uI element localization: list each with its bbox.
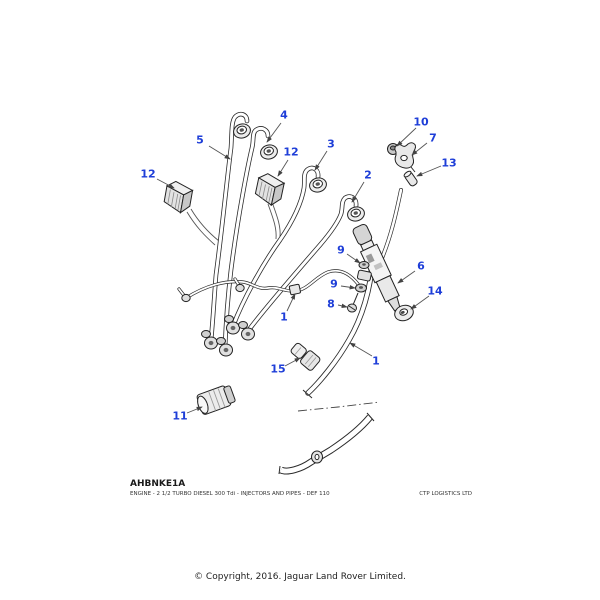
callout-1: 1 — [372, 354, 380, 368]
drain-hose — [278, 412, 375, 475]
spacer-13 — [403, 170, 418, 187]
washer-9-upper — [358, 261, 370, 269]
clip-tail-lines — [186, 201, 281, 246]
leak-off-rail — [177, 269, 360, 303]
diagram-code: AHBNKE1A — [130, 479, 186, 489]
callout-2: 2 — [364, 168, 372, 182]
leader-line-15 — [284, 357, 301, 367]
leader-line-2 — [351, 181, 365, 203]
copyright-notice: © Copyright, 2016. Jaguar Land Rover Lim… — [194, 572, 406, 582]
injector-pipe-4 — [222, 126, 271, 351]
ring-union-4 — [260, 144, 278, 160]
leader-line-6 — [397, 270, 416, 284]
injector-pipe-2 — [245, 194, 359, 334]
clip-12-middle — [254, 173, 286, 207]
ring-union-2 — [347, 206, 365, 222]
washer-9-lower — [355, 283, 367, 293]
callout-8: 8 — [327, 297, 335, 311]
callout-1: 1 — [280, 310, 288, 324]
callout-15: 15 — [270, 362, 286, 376]
union-nut — [216, 337, 233, 357]
union-nut — [201, 330, 218, 350]
callout-14: 14 — [427, 284, 443, 298]
union-nut — [238, 321, 255, 341]
callout-4: 4 — [280, 108, 288, 122]
leader-line-1 — [349, 342, 373, 357]
leader-line-4 — [266, 122, 282, 143]
callout-9: 9 — [337, 243, 345, 257]
leader-line-12 — [277, 159, 289, 177]
callout-7: 7 — [429, 131, 437, 145]
callout-13: 13 — [441, 156, 457, 170]
leader-line-7 — [411, 142, 428, 156]
ring-union-3 — [309, 177, 327, 193]
continuation-line — [297, 401, 381, 412]
callout-11: 11 — [172, 409, 188, 423]
banjo-bolt-8 — [347, 292, 359, 313]
union-nut — [224, 315, 240, 335]
injector-pipe-3 — [230, 165, 321, 329]
leak-off-drain-pipe — [302, 259, 375, 399]
leader-line-5 — [208, 145, 231, 160]
leader-line-9 — [340, 285, 356, 290]
callout-12: 12 — [140, 167, 156, 181]
banjo-fitting — [356, 269, 372, 282]
pipe-union-nuts — [201, 315, 255, 357]
leader-line-8 — [337, 303, 348, 309]
leader-line-14 — [410, 295, 430, 310]
sealing-washer-14 — [394, 304, 414, 322]
leader-line-10 — [396, 127, 417, 147]
callout-3: 3 — [327, 137, 335, 151]
leader-line-3 — [314, 150, 328, 171]
callout-10: 10 — [413, 115, 429, 129]
callout-9: 9 — [330, 277, 338, 291]
diagram-description: ENGINE - 2 1/2 TURBO DIESEL 300 Tdi - IN… — [130, 491, 330, 497]
ring-union-5 — [233, 123, 251, 139]
leader-line-12 — [156, 178, 175, 189]
leader-line-9 — [346, 253, 361, 264]
harness-clip-15 — [290, 342, 321, 371]
grommet-11 — [196, 385, 236, 415]
callout-5: 5 — [196, 133, 204, 147]
supplier-name: CTP LOGISTICS LTD — [419, 491, 472, 497]
callout-6: 6 — [417, 259, 425, 273]
leader-line-1 — [286, 293, 296, 312]
leader-line-11 — [186, 406, 203, 414]
callout-12: 12 — [283, 145, 299, 159]
hose-clamp — [311, 450, 323, 464]
leader-line-13 — [416, 165, 442, 177]
pipe-behind-injector — [380, 188, 403, 260]
